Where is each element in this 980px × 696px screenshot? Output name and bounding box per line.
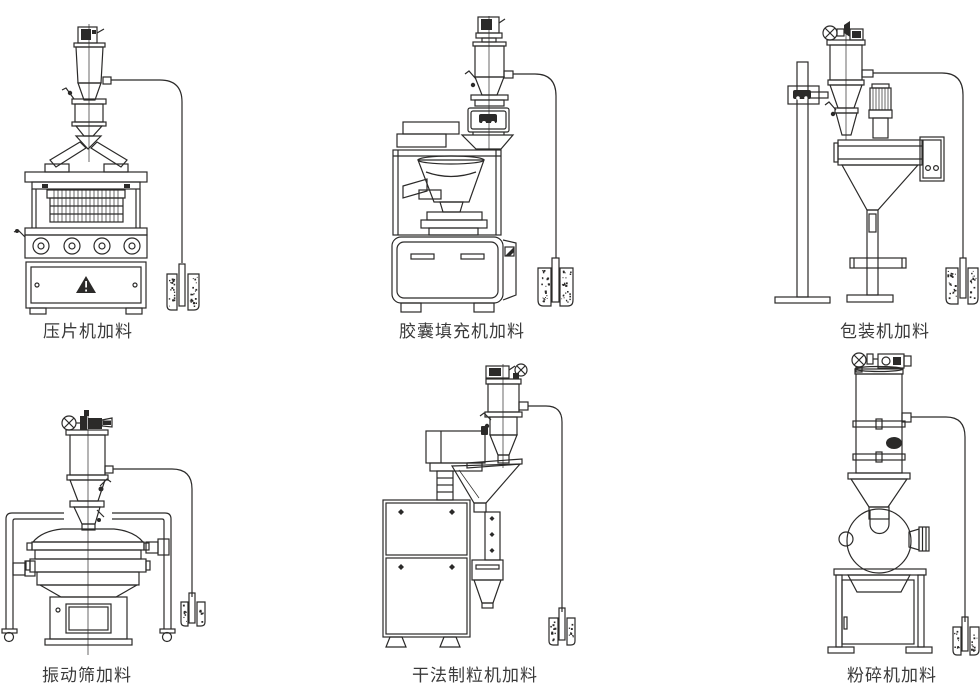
vacuum-feeder [61, 24, 112, 162]
y-splitter [44, 135, 129, 173]
capsule-filler-diagram [391, 16, 574, 313]
material-bin [537, 257, 574, 307]
vibrating-sieve-diagram [1, 410, 206, 655]
vibrating-sieve-body [12, 528, 170, 646]
figure-capsule-filler [370, 0, 610, 320]
gantry-frame [1, 512, 176, 643]
material-bin [180, 592, 206, 627]
suction-hose [911, 416, 966, 622]
caption-dry-granulator: 干法制粒机加料 [412, 666, 538, 686]
figure-packing-machine [750, 0, 980, 320]
pulverizer-body [827, 508, 933, 654]
suction-hose [111, 79, 183, 263]
vacuum-feeder [479, 363, 529, 468]
figure-tablet-press [0, 0, 230, 320]
suction-hose [513, 73, 557, 258]
material-bin [952, 616, 980, 656]
suction-hose [528, 405, 563, 612]
vacuum-feeder [460, 16, 515, 150]
figure-vibrating-sieve [0, 385, 220, 685]
material-bin [548, 607, 576, 646]
caption-pulverizer: 粉碎机加料 [847, 666, 937, 686]
vacuum-feeder [847, 352, 912, 520]
tablet-press-body [13, 171, 148, 315]
packing-machine-diagram [774, 21, 979, 305]
tablet-press-diagram [13, 24, 200, 315]
support-column [774, 61, 831, 304]
suction-hose [113, 468, 193, 597]
suction-hose [873, 72, 964, 258]
material-bin [945, 257, 979, 305]
material-bin [166, 263, 200, 311]
figure-pulverizer [770, 350, 980, 660]
dry-granulator-body [382, 430, 523, 648]
auger-filler-body [833, 83, 945, 303]
pulverizer-diagram [827, 352, 980, 656]
vacuum-feeder [61, 410, 114, 655]
dry-granulator-diagram [382, 363, 576, 648]
caption-tablet-press: 压片机加料 [43, 322, 133, 342]
caption-capsule-filler: 胶囊填充机加料 [399, 322, 525, 342]
vacuum-feeder [822, 21, 874, 140]
figure-dry-granulator [370, 360, 600, 660]
capsule-filler-body [391, 121, 517, 313]
caption-vibrating-sieve: 振动筛加料 [42, 666, 132, 686]
caption-packing-machine: 包装机加料 [840, 322, 930, 342]
